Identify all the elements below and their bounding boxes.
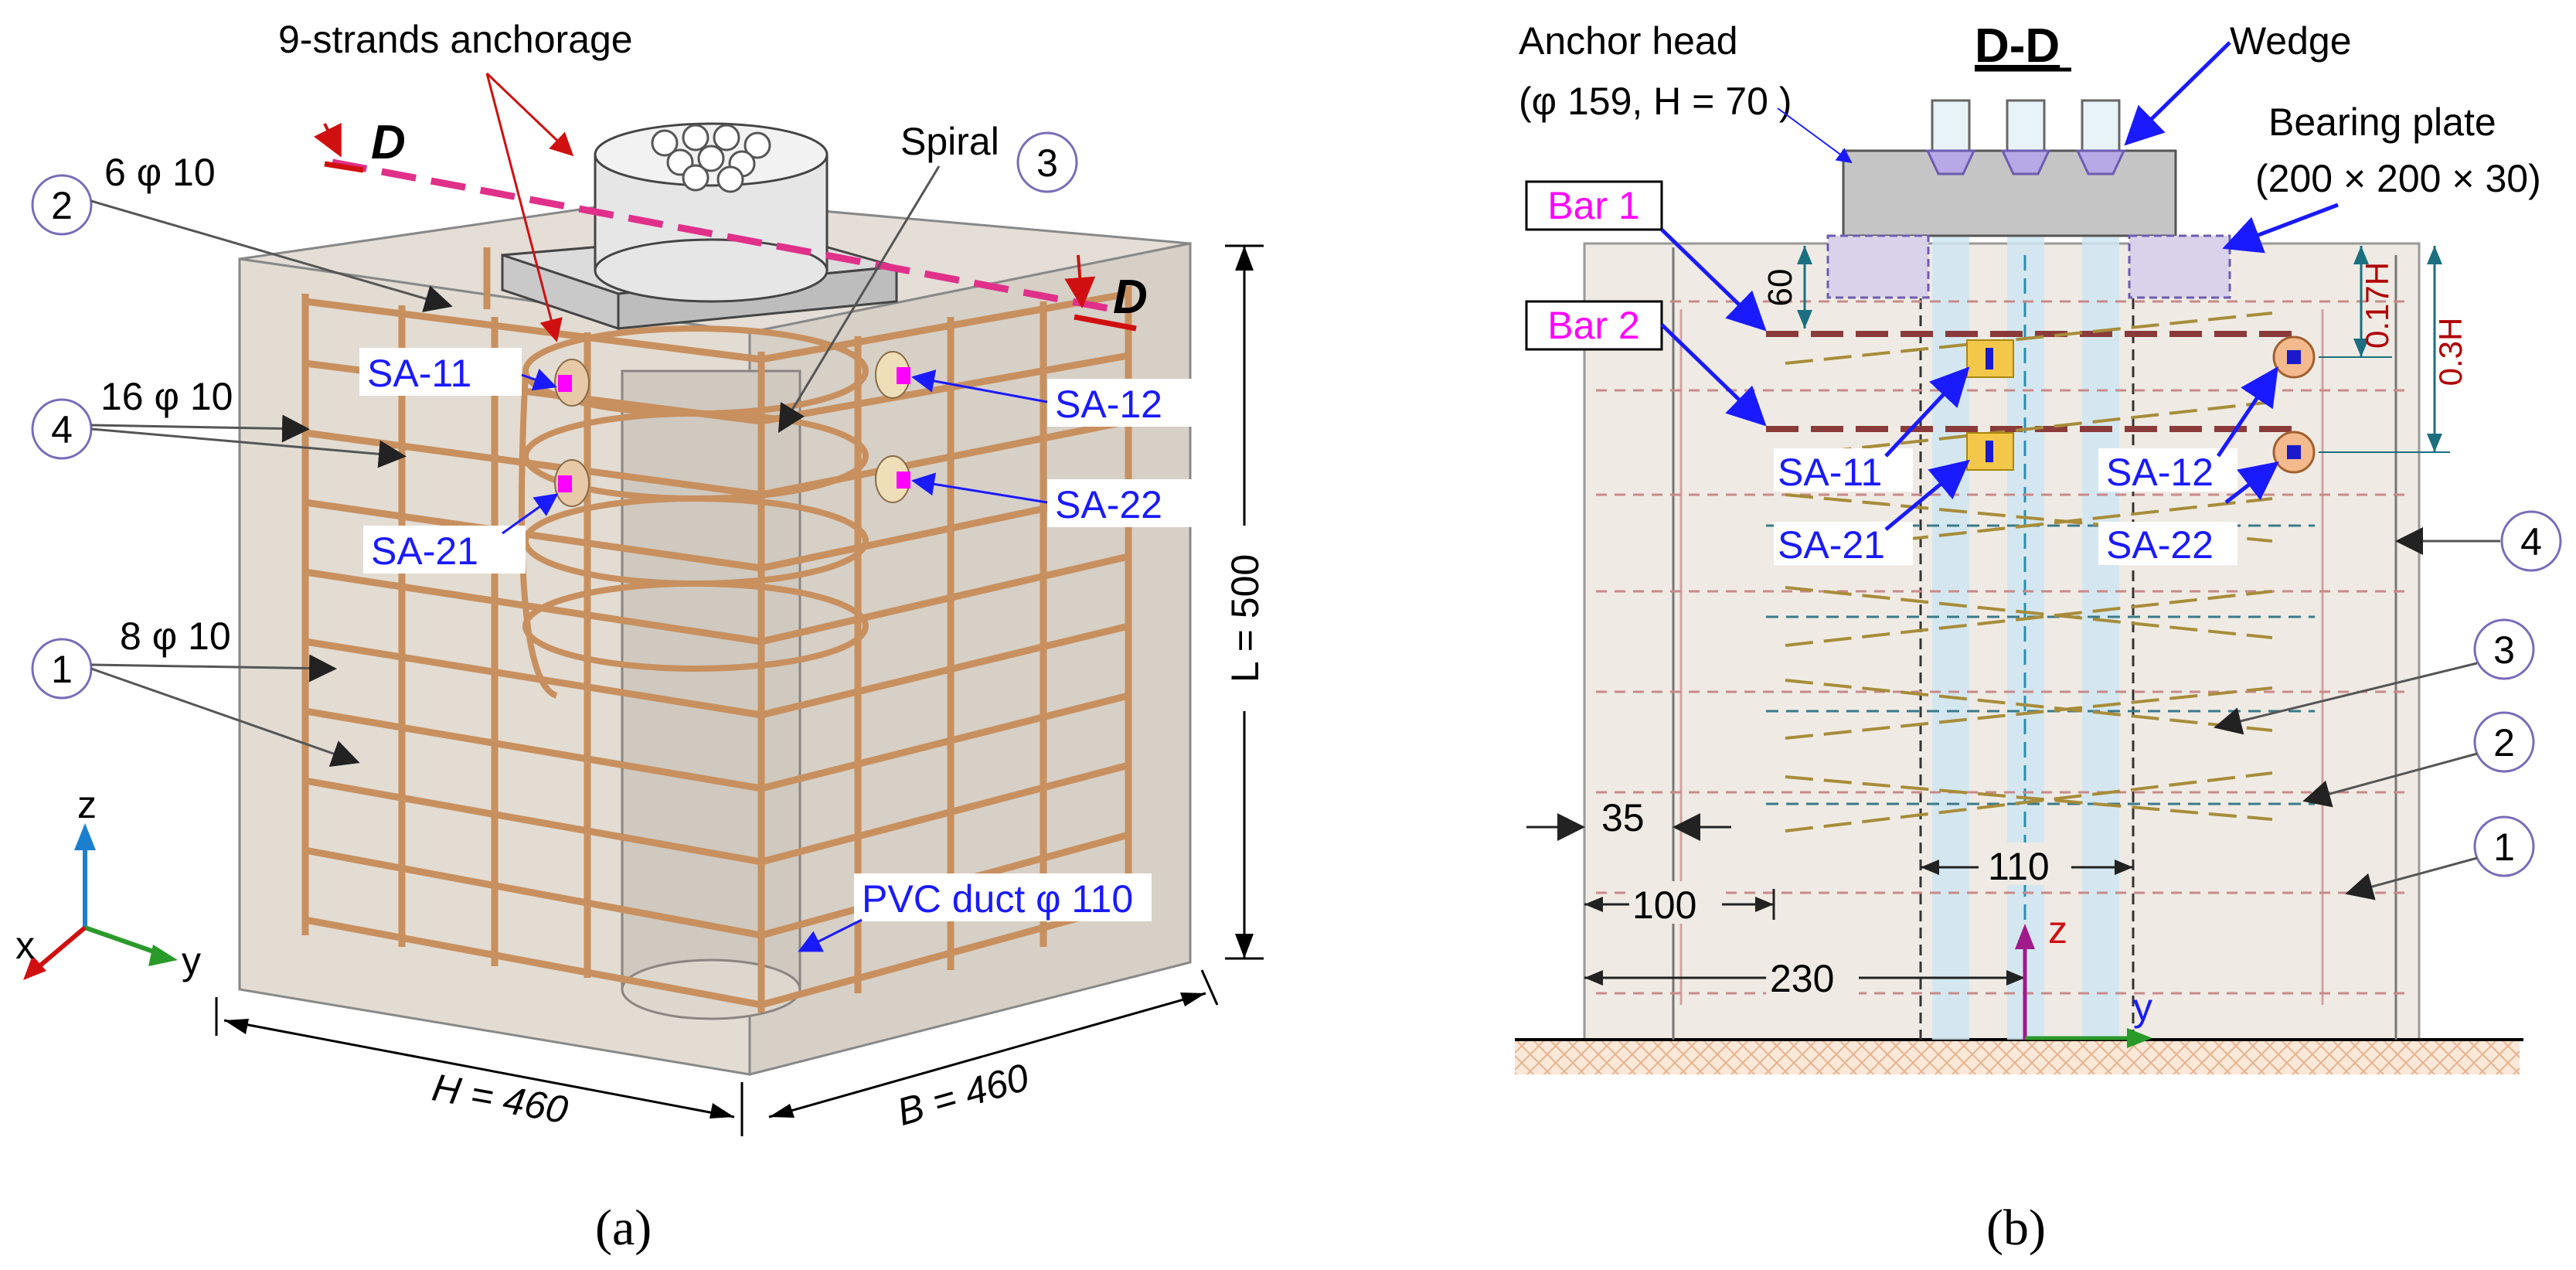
- axis-z-b: z: [2048, 908, 2067, 952]
- gauge-sa22-b: SA-22: [2106, 523, 2214, 567]
- strand-tubes: [1932, 170, 2119, 1040]
- wedge-label: Wedge: [2230, 19, 2352, 63]
- axis-triad: z y x: [15, 783, 201, 982]
- dim-B: B = 460: [893, 1055, 1034, 1134]
- spiral-section: [1785, 312, 2273, 832]
- callout-3-circle: [1016, 131, 1078, 193]
- duct-label: PVC duct φ 110: [862, 877, 1133, 921]
- dim-017H: 0.17H: [2359, 262, 2395, 349]
- bar2-box: [1525, 300, 1663, 351]
- bearing-plate-right: [2128, 234, 2231, 299]
- wedges: [1931, 99, 2121, 156]
- callout-1b-circle: [2473, 815, 2535, 877]
- gauge-sa12-a: SA-12: [1055, 383, 1162, 426]
- callout-3b: 3: [2493, 628, 2515, 672]
- anchor-head-label: Anchor head: [1519, 19, 1738, 63]
- panel-b: D-D Anchor head (φ 159, H = 70 ) Wedge B…: [1515, 19, 2562, 1256]
- section-title: D-D: [1975, 19, 2060, 73]
- section-mark-d-left: D: [371, 116, 406, 169]
- gauge-sa21-b: SA-21: [1778, 523, 1885, 567]
- dim-60: 60: [1761, 269, 1799, 307]
- gauge-markers-a: [554, 351, 910, 507]
- axis-y-label: y: [182, 939, 201, 982]
- axis-x-label: x: [15, 924, 35, 967]
- bar1-label: Bar 1: [1547, 184, 1640, 227]
- dim-H-line: [223, 1019, 735, 1118]
- bar2-label: Bar 2: [1547, 304, 1640, 347]
- callout-3b-circle: [2473, 618, 2535, 680]
- callout-1b: 1: [2493, 826, 2515, 869]
- rebar-4-label: 16 φ 10: [100, 375, 233, 418]
- caption-a: (a): [595, 1200, 652, 1256]
- dim-03H: 0.3H: [2432, 318, 2469, 386]
- dim-35: 35: [1601, 796, 1645, 839]
- dim-L: L = 500: [1223, 554, 1267, 683]
- rebar-1-label: 8 φ 10: [120, 615, 231, 658]
- dim-110: 110: [1988, 845, 2050, 888]
- gauge-sa11-b: SA-11: [1778, 451, 1882, 494]
- anchorage-label: 9-strands anchorage: [278, 18, 633, 61]
- dim-H: H = 460: [429, 1065, 571, 1132]
- anchor-head-dims: (φ 159, H = 70 ): [1519, 80, 1792, 123]
- callout-4: 4: [51, 408, 73, 451]
- axis-y-b: y: [2133, 986, 2152, 1029]
- gauge-sa11-a: SA-11: [367, 352, 471, 395]
- dim-B-line: [768, 992, 1206, 1118]
- bearing-plate-label: Bearing plate: [2268, 100, 2496, 144]
- spiral-rebar: [519, 325, 869, 699]
- anchor-head: [594, 122, 829, 303]
- callout-2b: 2: [2493, 721, 2515, 764]
- bearing-plate-left: [1826, 234, 1930, 299]
- axis-z-label: z: [77, 783, 97, 826]
- callout-3: 3: [1036, 141, 1058, 185]
- gauge-sa22-a: SA-22: [1055, 483, 1162, 526]
- callout-2: 2: [51, 184, 73, 227]
- section-mark-d-right: D: [1113, 271, 1148, 324]
- rebar-2-label: 6 φ 10: [104, 151, 216, 194]
- caption-b: (b): [1986, 1200, 2046, 1256]
- bearing-plate-dims: (200 × 200 × 30): [2255, 157, 2541, 200]
- bar1-box: [1525, 180, 1663, 231]
- gauge-sa12-b: SA-12: [2106, 451, 2214, 494]
- ground-hatch: [1515, 1040, 2520, 1074]
- section-line-dd: [332, 158, 1114, 313]
- gauge-markers-b: [1966, 335, 2316, 474]
- dim-100: 100: [1632, 884, 1696, 927]
- callout-4b-circle: [2500, 510, 2562, 572]
- callout-1: 1: [51, 648, 73, 691]
- dim-230: 230: [1770, 957, 1834, 1000]
- pvc-duct: [621, 369, 801, 1020]
- panel-a: D D 9-strands anchorage Spiral 3 2 6 φ 1…: [15, 18, 1269, 1256]
- spiral-label: Spiral: [900, 120, 999, 163]
- gauge-sa21-a: SA-21: [371, 529, 478, 573]
- callout-2b-circle: [2473, 711, 2535, 773]
- callout-4b: 4: [2520, 520, 2542, 563]
- callout-2-circle: [31, 174, 93, 236]
